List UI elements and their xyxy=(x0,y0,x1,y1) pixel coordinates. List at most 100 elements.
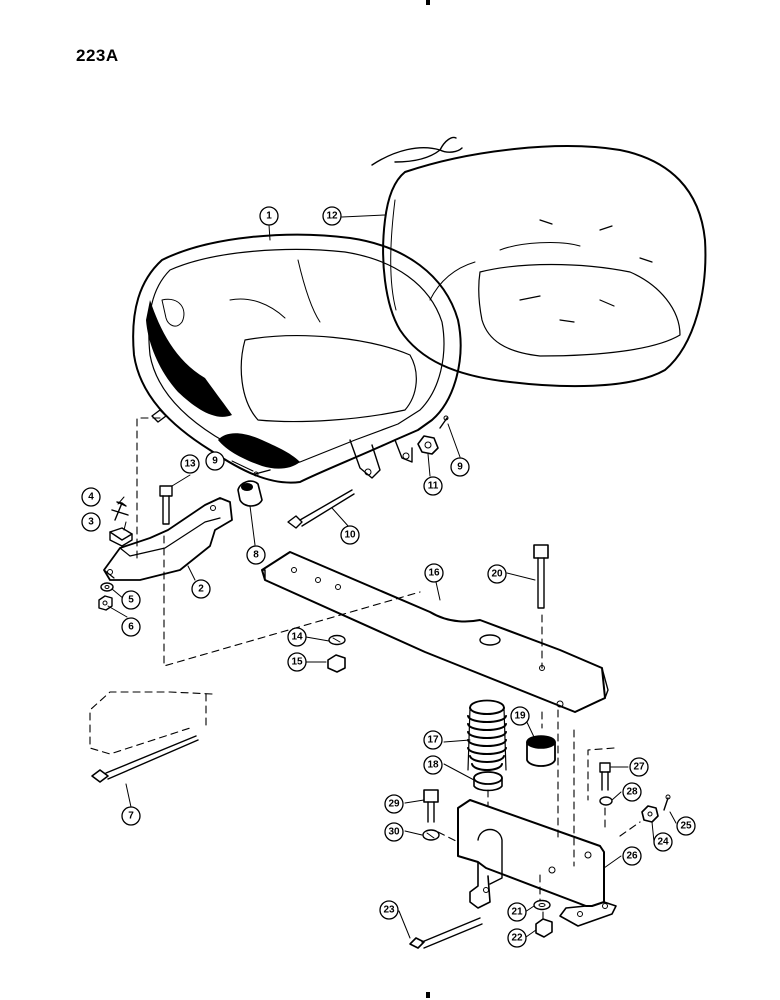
callout-label-16: 16 xyxy=(428,568,440,579)
callout-label-9b: 9 xyxy=(457,462,463,473)
bolt-27 xyxy=(599,762,611,791)
washer-21 xyxy=(533,899,551,911)
callout-leaders xyxy=(107,214,677,939)
pin-25 xyxy=(663,794,671,811)
callout-22 xyxy=(507,928,527,948)
callout-label-17: 17 xyxy=(427,735,439,746)
callout-label-8: 8 xyxy=(253,550,259,561)
callout-label-1: 1 xyxy=(266,211,272,222)
pin-9-left xyxy=(253,469,271,477)
callout-label-29: 29 xyxy=(388,799,400,810)
bushing-8 xyxy=(237,480,263,507)
spring xyxy=(467,699,507,771)
registration-mark-bottom xyxy=(426,992,430,998)
callout-1 xyxy=(259,206,279,226)
nut-22 xyxy=(535,918,553,938)
callout-label-9a: 9 xyxy=(212,456,218,467)
callout-label-14: 14 xyxy=(291,632,303,643)
callout-13 xyxy=(180,454,200,474)
callout-label-7: 7 xyxy=(128,811,134,822)
callout-30 xyxy=(384,822,404,842)
callout-28 xyxy=(622,782,642,802)
callout-label-15: 15 xyxy=(291,657,303,668)
callout-7 xyxy=(121,806,141,826)
spring-seat-18 xyxy=(473,771,503,792)
callout-18 xyxy=(423,755,443,775)
washer-5 xyxy=(100,582,114,592)
callout-14 xyxy=(287,627,307,647)
assembly-lines xyxy=(89,417,641,921)
callout-19 xyxy=(510,706,530,726)
figure-number: 223A xyxy=(76,46,119,65)
nut-11 xyxy=(417,435,439,455)
callout-2 xyxy=(191,579,211,599)
callout-20 xyxy=(487,564,507,584)
spacer-3 xyxy=(109,527,133,547)
nut-15 xyxy=(327,654,346,673)
nut-24 xyxy=(641,805,659,823)
callout-label-30: 30 xyxy=(388,827,400,838)
bolt-20 xyxy=(533,544,549,609)
seat-bracket xyxy=(103,497,233,581)
callout-5 xyxy=(121,590,141,610)
callout-label-10: 10 xyxy=(344,530,356,541)
lock-washer-30 xyxy=(422,829,440,841)
callout-label-24: 24 xyxy=(657,837,669,848)
callout-25 xyxy=(676,816,696,836)
bumper-19 xyxy=(526,735,556,767)
callout-29 xyxy=(384,794,404,814)
callout-21 xyxy=(507,902,527,922)
nut-6 xyxy=(98,595,113,611)
bolt-4 xyxy=(111,501,129,521)
callout-16 xyxy=(424,563,444,583)
callout-label-27: 27 xyxy=(633,762,645,773)
callout-10 xyxy=(340,525,360,545)
callout-24 xyxy=(653,832,673,852)
callout-15 xyxy=(287,652,307,672)
callout-label-21: 21 xyxy=(511,907,523,918)
callout-label-26: 26 xyxy=(626,851,638,862)
callout-9b xyxy=(450,457,470,477)
callout-label-23: 23 xyxy=(383,905,395,916)
callout-23 xyxy=(379,900,399,920)
callout-label-28: 28 xyxy=(626,787,638,798)
callout-label-20: 20 xyxy=(491,569,503,580)
seat-pan xyxy=(132,233,462,484)
bolt-29 xyxy=(423,789,439,823)
callout-label-3: 3 xyxy=(88,517,94,528)
bolt-7 xyxy=(91,735,199,783)
lock-washer-28 xyxy=(599,796,613,806)
callouts xyxy=(81,206,696,948)
callout-label-11: 11 xyxy=(428,481,439,492)
callout-label-22: 22 xyxy=(511,933,523,944)
callout-label-25: 25 xyxy=(680,821,692,832)
callout-17 xyxy=(423,730,443,750)
callout-11 xyxy=(423,476,443,496)
seat-cover xyxy=(371,136,707,388)
callout-label-5: 5 xyxy=(128,595,134,606)
callout-label-13: 13 xyxy=(184,459,196,470)
callout-8 xyxy=(246,545,266,565)
callout-labels: 1 2 3 4 5 6 7 8 9 9 10 11 12 13 14 15 16… xyxy=(88,211,692,944)
callout-label-19: 19 xyxy=(514,711,526,722)
callout-12 xyxy=(322,206,342,226)
bolt-10 xyxy=(287,489,355,529)
pin-9-right xyxy=(439,415,449,429)
seat-support-bar xyxy=(261,551,609,713)
callout-3 xyxy=(81,512,101,532)
callout-label-6: 6 xyxy=(128,622,134,633)
callout-6 xyxy=(121,617,141,637)
bolt-23 xyxy=(409,917,483,949)
lock-washer-14 xyxy=(328,634,346,646)
callout-26 xyxy=(622,846,642,866)
registration-mark-top xyxy=(426,0,430,5)
bolt-13 xyxy=(159,485,173,525)
callout-label-12: 12 xyxy=(326,211,338,222)
callout-4 xyxy=(81,487,101,507)
base-bracket xyxy=(457,799,617,927)
callout-27 xyxy=(629,757,649,777)
callout-9a xyxy=(205,451,225,471)
callout-label-4: 4 xyxy=(88,492,94,503)
